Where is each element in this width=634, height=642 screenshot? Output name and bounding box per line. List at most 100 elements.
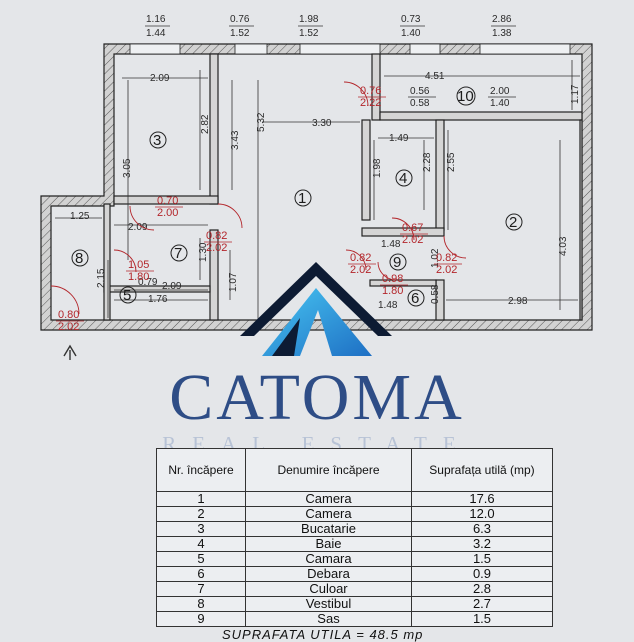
door-2-00-b: 1.40 bbox=[490, 98, 510, 109]
room-number-5: 5 bbox=[123, 287, 131, 304]
dim-1-07: 1.07 bbox=[228, 272, 239, 292]
door-1-05-a: 1.05 bbox=[128, 259, 149, 271]
door-0-56-b: 0.58 bbox=[410, 98, 430, 109]
room-number-cell: 4 bbox=[156, 536, 246, 552]
room-numbers: 1 2 3 4 5 6 7 8 9 10 bbox=[71, 86, 523, 307]
room-name-cell: Camara bbox=[245, 551, 412, 567]
door-0-70-a: 0.70 bbox=[157, 195, 178, 207]
entrance-arrow-icon bbox=[63, 344, 77, 360]
door-0-67-b: 2.02 bbox=[402, 234, 423, 246]
table-row: 6 Debara 0.9 bbox=[156, 566, 553, 582]
dim-2-09-low: 2.09 bbox=[162, 281, 182, 292]
logo-roof-icon bbox=[240, 262, 392, 356]
room-number-1: 1 bbox=[298, 190, 306, 207]
top-dim-3a: 1.98 bbox=[299, 14, 319, 25]
door-0-80-a: 0.80 bbox=[58, 309, 79, 321]
door-0-82-c-top: 0.82 bbox=[436, 252, 457, 264]
room-number-cell: 5 bbox=[156, 551, 246, 567]
room-number-cell: 3 bbox=[156, 521, 246, 537]
room-number-8: 8 bbox=[75, 250, 83, 267]
table-row: 9 Sas 1.5 bbox=[156, 611, 553, 627]
room-name-cell: Baie bbox=[245, 536, 412, 552]
dim-2-55: 2.55 bbox=[446, 152, 457, 172]
dimension-lines bbox=[55, 60, 580, 320]
room-area-cell: 0.9 bbox=[411, 566, 553, 582]
dim-2-82: 2.82 bbox=[200, 114, 211, 134]
header-room-number: Nr. încăpere bbox=[156, 448, 246, 492]
table-row: 1 Camera 17.6 bbox=[156, 491, 553, 507]
dim-0-58: 0.58 bbox=[430, 284, 441, 304]
room-number-3: 3 bbox=[153, 132, 161, 149]
door-0-98-a: 0.98 bbox=[382, 273, 403, 285]
door-0-82-c-bottom: 2.02 bbox=[436, 264, 457, 276]
dim-1-02: 1.02 bbox=[430, 248, 441, 268]
dim-1-98: 1.98 bbox=[372, 158, 383, 178]
brand-name: CATOMA bbox=[169, 361, 465, 434]
dim-2-09-top: 2.09 bbox=[150, 73, 170, 84]
dim-1-76: 1.76 bbox=[148, 294, 168, 305]
room-number-cell: 6 bbox=[156, 566, 246, 582]
room-number-cell: 7 bbox=[156, 581, 246, 597]
top-dim-3b: 1.52 bbox=[299, 28, 319, 39]
room-area-cell: 17.6 bbox=[411, 491, 553, 507]
room-number-4: 4 bbox=[399, 170, 407, 187]
dim-1-48-a: 1.48 bbox=[381, 239, 401, 250]
dim-4-51: 4.51 bbox=[425, 71, 445, 82]
room-name-cell: Debara bbox=[245, 566, 412, 582]
room-number-cell: 2 bbox=[156, 506, 246, 522]
door-0-76-a: 0.76 bbox=[360, 85, 381, 97]
door-1-05-b: 1.80 bbox=[128, 271, 149, 283]
door-0-98-b: 1.80 bbox=[382, 285, 403, 297]
door-0-70-b: 2.00 bbox=[157, 207, 178, 219]
door-2-00-a: 2.00 bbox=[490, 86, 510, 97]
top-dim-1b: 1.44 bbox=[146, 28, 166, 39]
room-number-6: 6 bbox=[411, 290, 419, 307]
dim-1-49: 1.49 bbox=[389, 133, 409, 144]
room-area-cell: 12.0 bbox=[411, 506, 553, 522]
room-number-2: 2 bbox=[509, 214, 517, 231]
top-dim-1a: 1.16 bbox=[146, 14, 166, 25]
door-0-82-b-bottom: 2.02 bbox=[350, 264, 371, 276]
room-number-9: 9 bbox=[393, 254, 401, 271]
room-name-cell: Bucatarie bbox=[245, 521, 412, 537]
total-area: SUPRAFATA UTILA = 48.5 mp bbox=[222, 627, 423, 642]
table-row: 5 Camara 1.5 bbox=[156, 551, 553, 567]
room-number-cell: 1 bbox=[156, 491, 246, 507]
room-area-cell: 1.5 bbox=[411, 551, 553, 567]
table-row: 3 Bucatarie 6.3 bbox=[156, 521, 553, 537]
dim-3-30: 3.30 bbox=[312, 118, 332, 129]
room-number-10: 10 bbox=[457, 88, 474, 105]
table-row: 7 Culoar 2.8 bbox=[156, 581, 553, 597]
dim-2-15: 2.15 bbox=[96, 268, 107, 288]
room-name-cell: Sas bbox=[245, 611, 412, 627]
room-area-cell: 6.3 bbox=[411, 521, 553, 537]
dim-2-98: 2.98 bbox=[508, 296, 528, 307]
room-number-cell: 9 bbox=[156, 611, 246, 627]
header-area: Suprafața utilă (mp) bbox=[411, 448, 553, 492]
top-dim-2b: 1.52 bbox=[230, 28, 250, 39]
room-name-cell: Culoar bbox=[245, 581, 412, 597]
top-dim-4b: 1.40 bbox=[401, 28, 421, 39]
room-name-cell: Camera bbox=[245, 506, 412, 522]
door-0-82-a-bottom: 2.02 bbox=[206, 242, 227, 254]
total-area-value: 48.5 mp bbox=[369, 627, 424, 642]
interior-dimensions: 2.09 2.82 3.05 3.43 5.32 3.30 4.51 1.17 … bbox=[70, 71, 581, 311]
dim-5-32: 5.32 bbox=[256, 112, 267, 132]
dim-3-43: 3.43 bbox=[230, 130, 241, 150]
top-dim-2a: 0.76 bbox=[230, 14, 250, 25]
room-number-cell: 8 bbox=[156, 596, 246, 612]
door-labels: 0.76 2.22 0.56 0.58 2.00 1.40 0.70 2.00 … bbox=[56, 85, 516, 333]
dim-1-30: 1.30 bbox=[198, 242, 209, 262]
room-name-cell: Vestibul bbox=[245, 596, 412, 612]
table-row: 2 Camera 12.0 bbox=[156, 506, 553, 522]
room-name-cell: Camera bbox=[245, 491, 412, 507]
door-0-82-a-top: 0.82 bbox=[206, 230, 227, 242]
door-0-67-a: 0.67 bbox=[402, 222, 423, 234]
top-dim-4a: 0.73 bbox=[401, 14, 421, 25]
top-dim-5a: 2.86 bbox=[492, 14, 512, 25]
floor-plan: 1.16 1.44 0.76 1.52 1.98 1.52 0.73 1.40 … bbox=[40, 14, 593, 360]
dim-0-79: 0.79 bbox=[138, 277, 158, 288]
dim-2-28: 2.28 bbox=[422, 152, 433, 172]
door-0-82-b-top: 0.82 bbox=[350, 252, 371, 264]
room-area-cell: 3.2 bbox=[411, 536, 553, 552]
